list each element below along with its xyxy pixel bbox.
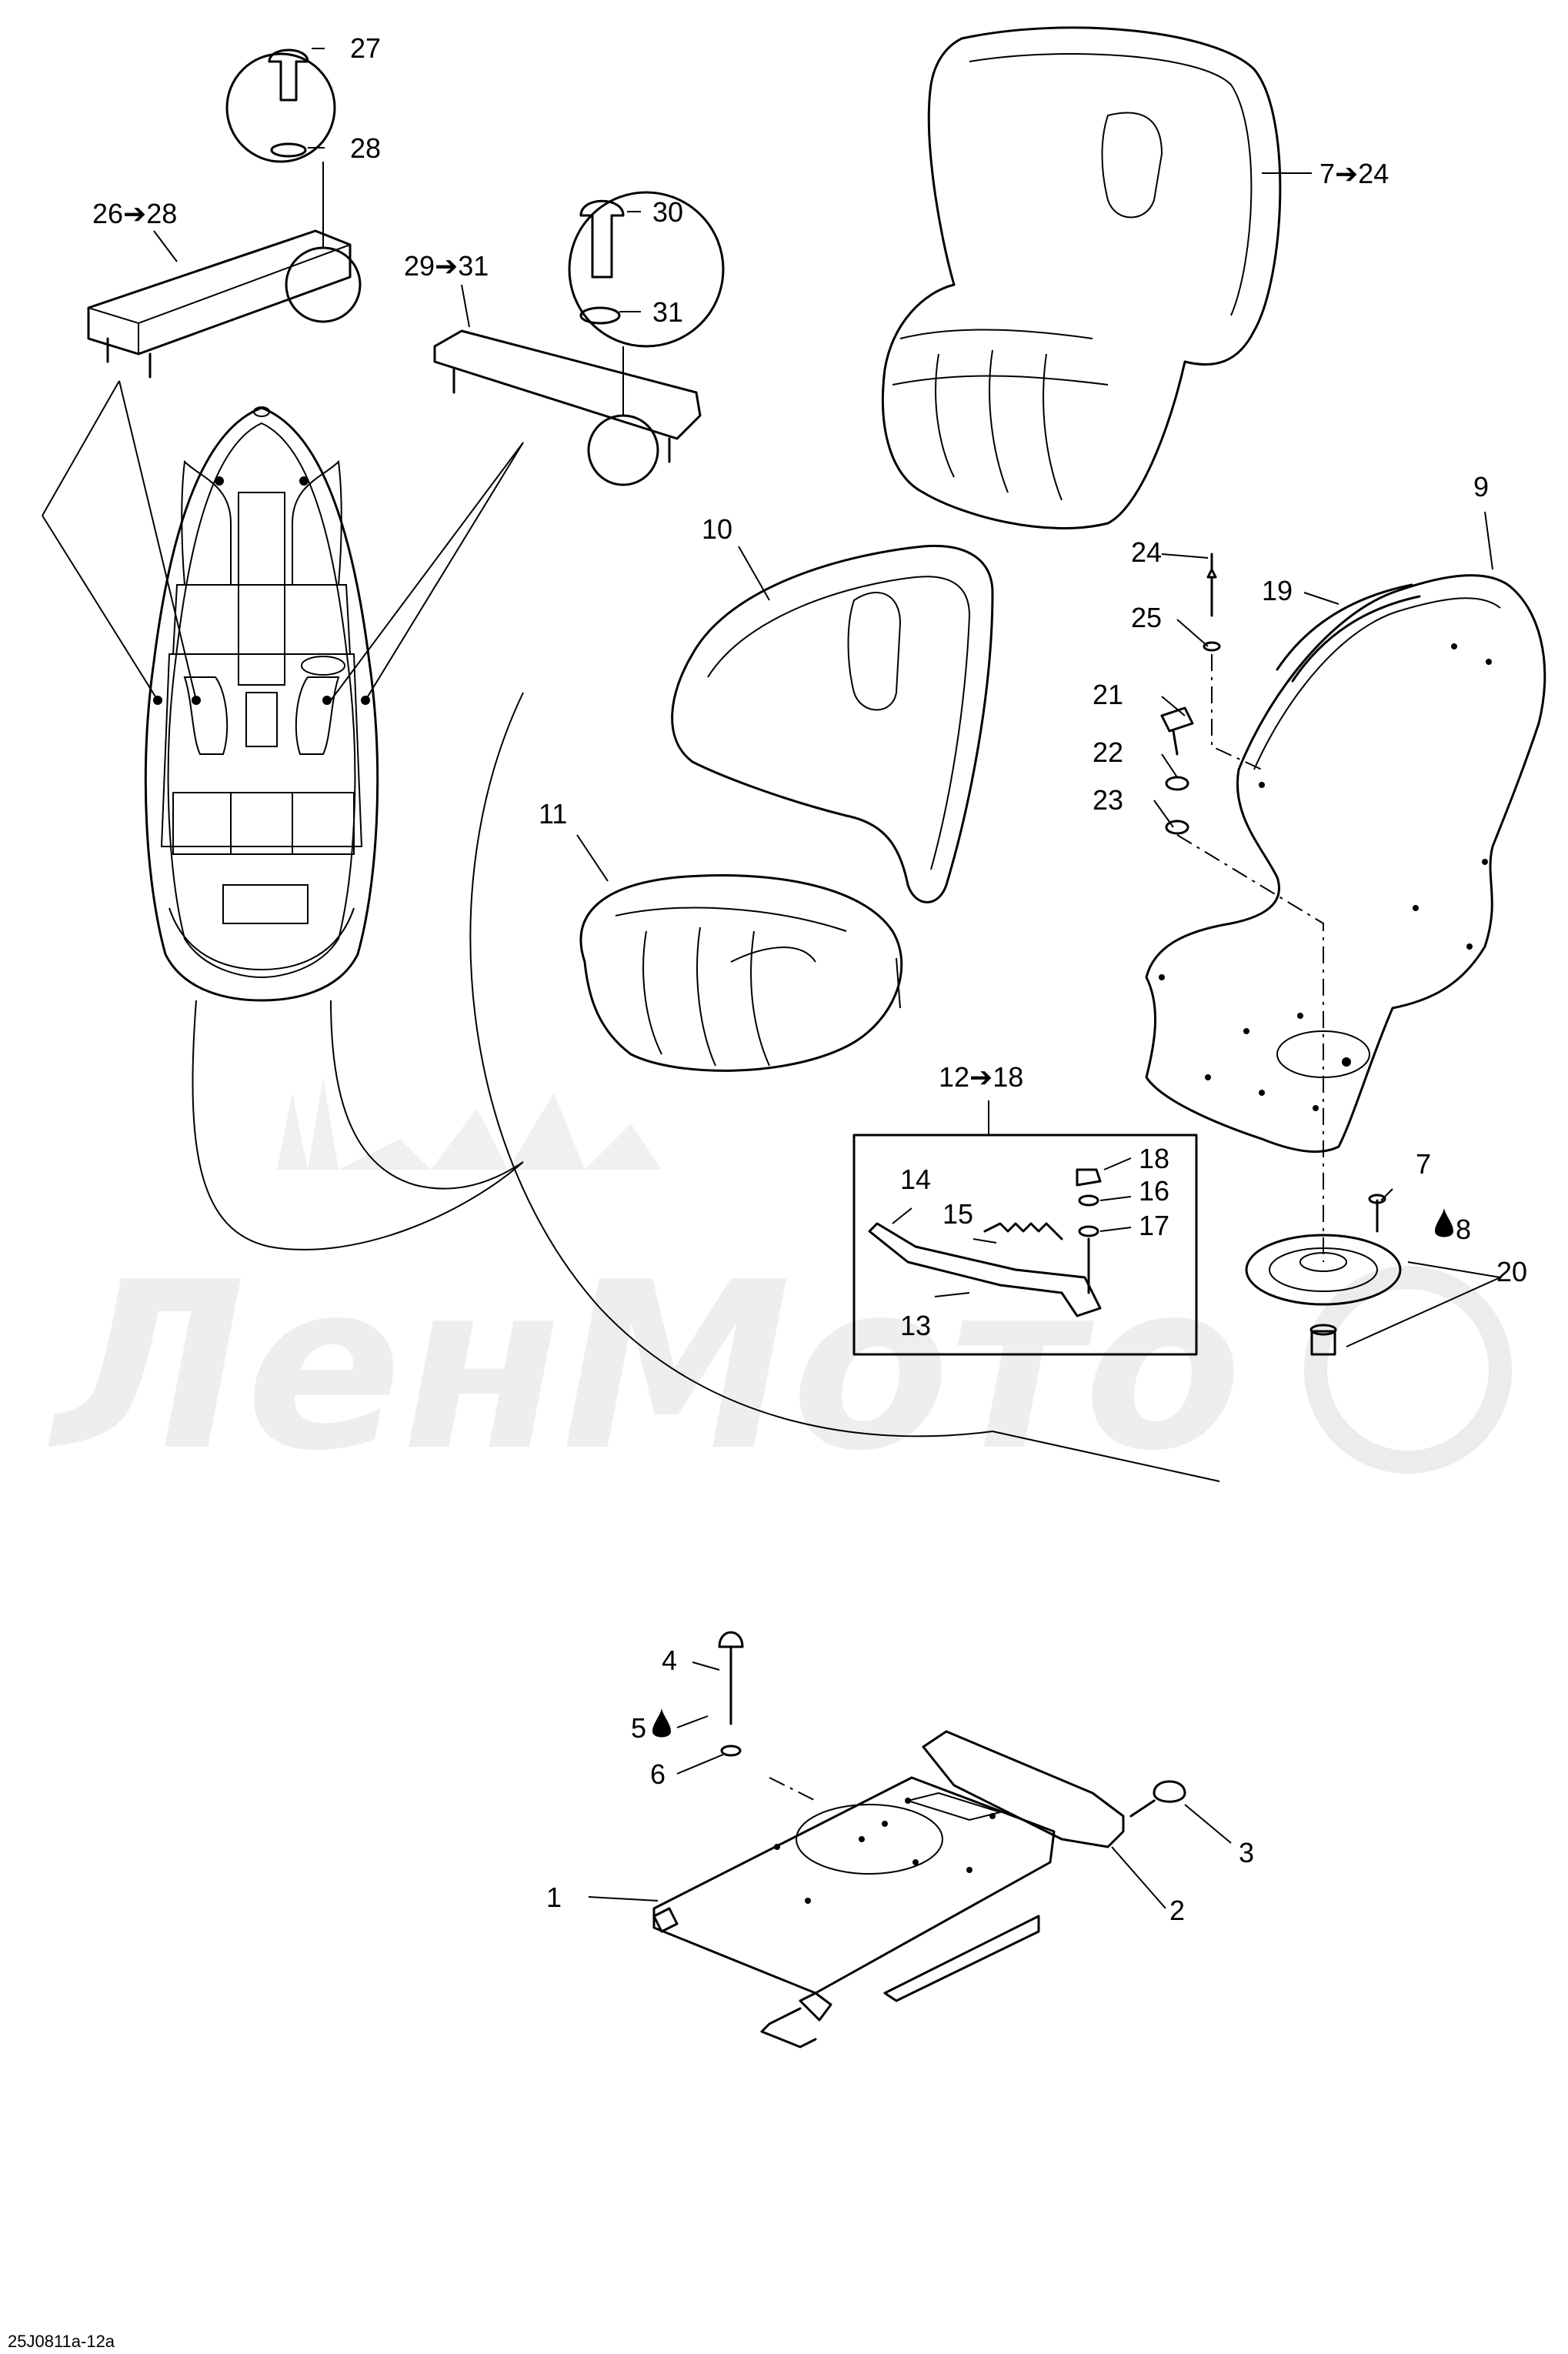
kit-box <box>852 1134 1198 1356</box>
backrest <box>671 544 994 903</box>
label-27: 27 <box>350 32 381 64</box>
label-6: 6 <box>650 1758 666 1790</box>
seat-base <box>1145 574 1546 1153</box>
label-12-18: 12➔18 <box>939 1061 1023 1093</box>
label-29-31: 29➔31 <box>404 250 489 282</box>
label-22: 22 <box>1093 736 1123 768</box>
label-9: 9 <box>1473 471 1489 503</box>
label-30: 30 <box>652 196 683 228</box>
label-1: 1 <box>546 1882 562 1913</box>
reference-code: 25J0811a-12a <box>8 2332 115 2351</box>
label-28: 28 <box>350 132 381 164</box>
watermark: ЛенМото <box>47 1077 1512 1501</box>
label-3: 3 <box>1239 1837 1254 1868</box>
label-8: 8 <box>1456 1214 1471 1245</box>
fastener-stack <box>1160 553 1221 835</box>
swivel-plate <box>1245 1234 1402 1356</box>
label-13: 13 <box>900 1310 931 1341</box>
seat-slider <box>652 1631 1186 2048</box>
knob <box>1153 1780 1186 1803</box>
slider-bracket <box>922 1730 1125 1848</box>
label-7-24: 7➔24 <box>1319 158 1389 189</box>
label-4: 4 <box>662 1644 677 1676</box>
label-18: 18 <box>1139 1143 1169 1174</box>
armrest-right <box>433 191 725 486</box>
label-20: 20 <box>1496 1256 1527 1287</box>
oil-drop-icon <box>1435 1208 1453 1237</box>
detail-circle-right <box>568 191 725 348</box>
trim-strip <box>1276 583 1413 671</box>
seat-cushion <box>579 874 903 1072</box>
label-26-28: 26➔28 <box>92 198 177 229</box>
label-25: 25 <box>1131 602 1162 633</box>
watermark-wheel-icon <box>1304 1266 1512 1474</box>
label-5: 5 <box>631 1712 646 1744</box>
detail-circle-left <box>225 52 336 163</box>
label-10: 10 <box>702 513 732 545</box>
label-23: 23 <box>1093 784 1123 816</box>
oil-drop-icon <box>652 1708 671 1738</box>
watermark-text: ЛенМото <box>47 1233 1243 1501</box>
label-19: 19 <box>1262 575 1293 606</box>
label-11: 11 <box>539 798 567 830</box>
armrest-left <box>87 48 362 379</box>
label-14: 14 <box>900 1164 931 1195</box>
label-7: 7 <box>1416 1148 1431 1180</box>
seat-complete <box>882 26 1312 529</box>
label-17: 17 <box>1139 1210 1169 1241</box>
label-15: 15 <box>942 1198 973 1230</box>
label-31: 31 <box>652 296 683 328</box>
label-21: 21 <box>1093 679 1123 710</box>
hull-top-view <box>144 406 379 1002</box>
label-16: 16 <box>1139 1175 1169 1207</box>
label-24: 24 <box>1131 536 1162 568</box>
label-2: 2 <box>1169 1895 1185 1926</box>
